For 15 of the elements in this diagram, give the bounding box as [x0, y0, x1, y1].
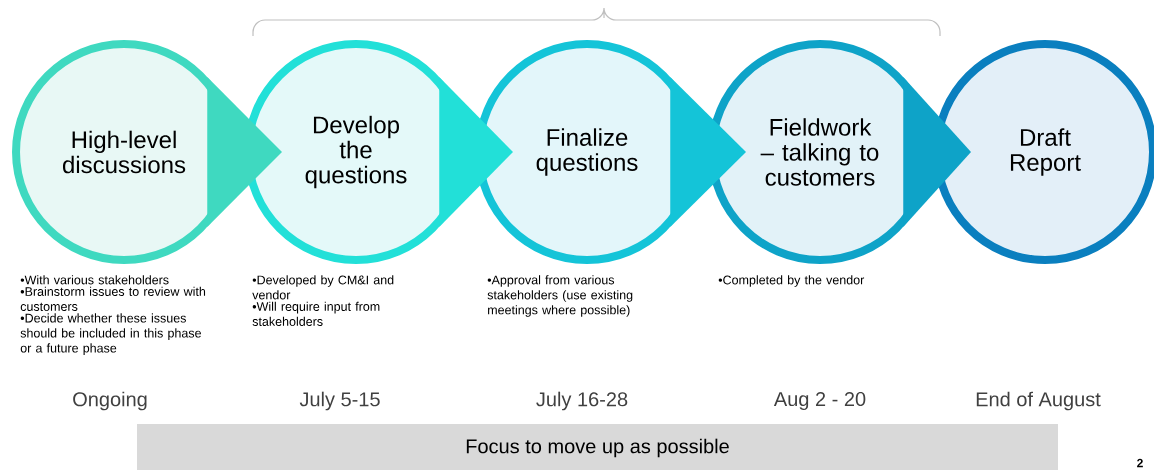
chevron-arrow: [670, 77, 746, 227]
bullet-text: •Developed by CM&I and vendor: [252, 275, 394, 300]
bullet-text: •Brainstorm issues to review with customers: [20, 286, 206, 311]
bullet-text: •Will require input from stakeholders: [252, 301, 380, 326]
bullet-text: •Completed by the vendor: [718, 275, 865, 287]
bullet-text: •Approval from various stakeholders (use existing meetings where possible): [487, 275, 633, 317]
chevron-arrow: [207, 77, 282, 227]
bullet-text: •Decide whether these issues should be included in this phase or a future phase: [20, 313, 201, 355]
date-label: Ongoing: [73, 391, 147, 411]
date-label: End of August: [976, 391, 1101, 411]
chevron-arrow: [903, 77, 971, 227]
banner-bar: Focus to move up as possible: [137, 424, 1058, 470]
page-number: 2: [1137, 458, 1143, 468]
chevron-arrow: [439, 77, 513, 227]
bullet-text: •With various stakeholders: [20, 275, 169, 285]
